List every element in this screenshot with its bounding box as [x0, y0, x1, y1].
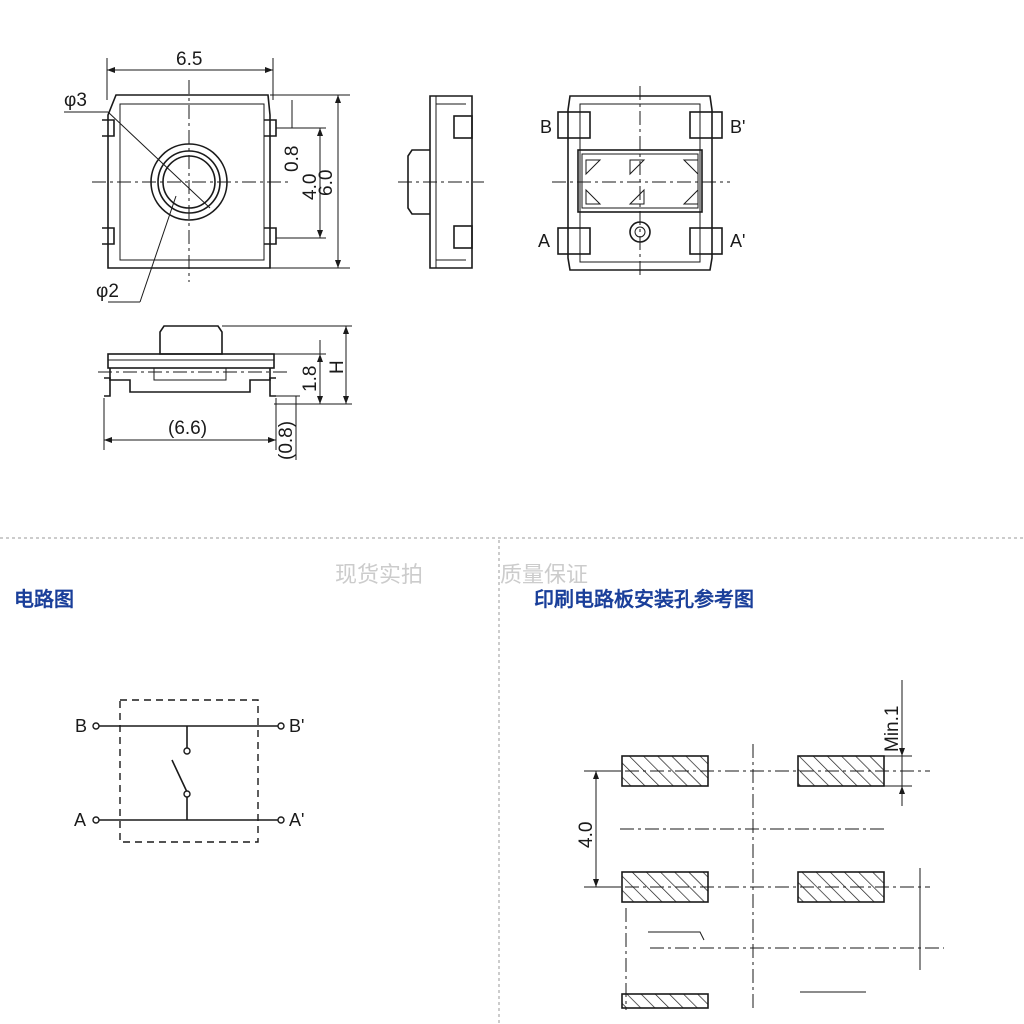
- circuit-pin-a-prime: A': [289, 810, 304, 830]
- height-label: H: [327, 360, 348, 374]
- button-dia-label: φ3: [64, 90, 87, 111]
- end-view: [398, 95, 484, 269]
- watermark: 现货实拍 质量保证: [335, 563, 588, 588]
- pin-a-prime: A': [730, 231, 745, 251]
- pin-a: A: [538, 231, 550, 251]
- circuit-title: 电路图: [14, 587, 74, 611]
- top-view: 6.5 φ3 φ2 0.8 4.0 6.0: [64, 49, 350, 303]
- circuit-diagram: 电路图 B B' A A': [14, 587, 304, 843]
- watermark-text-2: 质量保证: [500, 563, 588, 588]
- pitch-label: 0.8: [282, 146, 303, 172]
- pad-span-label: 4.0: [300, 174, 321, 200]
- stem-height-label: 1.8: [300, 366, 321, 392]
- pcb-pitch-label: 4.0: [576, 822, 597, 848]
- circuit-pin-b: B: [75, 716, 87, 736]
- side-view: (6.6) 1.8 H (0.8): [98, 325, 352, 460]
- pin-b: B: [540, 117, 552, 137]
- circuit-pin-a: A: [74, 810, 86, 830]
- top-width-label: 6.5: [176, 49, 202, 70]
- standoff-label: (0.8): [276, 421, 297, 460]
- bottom-view: B B' A A': [538, 86, 745, 278]
- pcb-footprint: 印刷电路板安装孔参考图 4.0 Min.1: [534, 587, 944, 1010]
- stem-dia-label: φ2: [96, 281, 119, 302]
- pin-b-prime: B': [730, 117, 745, 137]
- watermark-text-1: 现货实拍: [335, 563, 423, 588]
- body-size-label: 6.0: [316, 170, 337, 196]
- length-label: (6.6): [168, 418, 207, 439]
- min-gap-label: Min.1: [882, 706, 903, 752]
- pcb-title: 印刷电路板安装孔参考图: [534, 587, 754, 611]
- circuit-pin-b-prime: B': [289, 716, 304, 736]
